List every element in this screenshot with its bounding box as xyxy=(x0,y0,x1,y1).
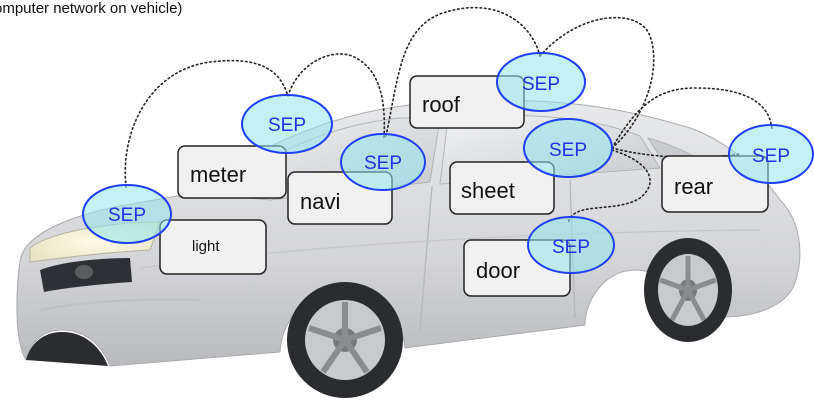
link-navi-roof xyxy=(385,6,541,137)
component-label-sheet: sheet xyxy=(461,178,515,203)
sep-node-navi: SEP xyxy=(340,133,426,191)
sep-node-door: SEP xyxy=(527,216,615,274)
component-boxes: roof meter navi sheet rear light xyxy=(159,75,769,297)
sep-label: SEP xyxy=(364,153,402,174)
sep-node-meter: SEP xyxy=(241,94,333,154)
component-label-light: light xyxy=(192,238,220,255)
sep-nodes: SEP SEP SEP SEP SEP SEP xyxy=(82,52,814,274)
sep-label: SEP xyxy=(522,74,560,95)
link-roof-sheet xyxy=(539,16,655,149)
link-sheet-rear xyxy=(611,87,773,149)
sep-label: SEP xyxy=(108,205,146,226)
door-seam-front xyxy=(419,185,433,331)
link-sheet-door xyxy=(567,149,651,225)
sep-node-roof: SEP xyxy=(496,52,586,112)
front-wheel-left-edge xyxy=(26,332,108,366)
component-meter: meter xyxy=(177,145,287,199)
fog-light xyxy=(75,265,93,279)
component-label-door: door xyxy=(476,258,520,283)
front-wheel xyxy=(287,282,403,398)
component-roof: roof xyxy=(409,75,525,129)
component-label-roof: roof xyxy=(422,92,461,117)
component-label-navi: navi xyxy=(300,189,340,214)
diagram-caption: omputer network on vehicle) xyxy=(0,0,183,17)
link-light-meter xyxy=(124,59,289,188)
sep-node-sheet: SEP xyxy=(523,118,613,178)
component-label-rear: rear xyxy=(674,174,713,199)
rear-wheel xyxy=(644,238,732,342)
component-light: light xyxy=(159,219,267,275)
sep-node-light: SEP xyxy=(82,184,172,244)
sep-label: SEP xyxy=(552,237,590,258)
sep-label: SEP xyxy=(549,140,587,161)
component-sheet: sheet xyxy=(449,161,555,215)
front-bumper xyxy=(39,298,201,311)
sep-node-rear: SEP xyxy=(728,124,814,184)
sep-label: SEP xyxy=(752,146,790,167)
sep-label: SEP xyxy=(268,115,306,136)
component-label-meter: meter xyxy=(190,162,246,187)
